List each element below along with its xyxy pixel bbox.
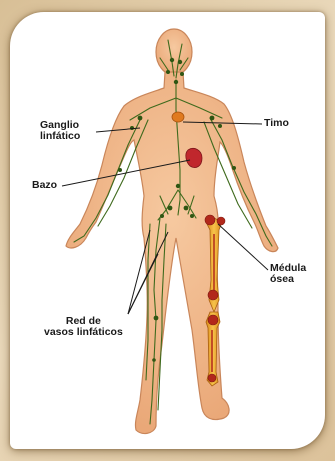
human-body bbox=[66, 29, 278, 433]
torso-and-limbs bbox=[66, 72, 278, 433]
label-medula-line2: ósea bbox=[270, 274, 306, 285]
label-ganglio-linfatico: Ganglio linfático bbox=[40, 120, 80, 142]
head bbox=[156, 29, 192, 75]
label-red-vasos-linfaticos: Red de vasos linfáticos bbox=[44, 316, 123, 338]
label-timo: Timo bbox=[264, 118, 289, 129]
label-ganglio-line2: linfático bbox=[40, 131, 80, 142]
label-medula-osea: Médula ósea bbox=[270, 263, 306, 285]
label-red-line2: vasos linfáticos bbox=[44, 327, 123, 338]
thymus bbox=[172, 112, 184, 122]
label-bazo: Bazo bbox=[32, 180, 57, 191]
